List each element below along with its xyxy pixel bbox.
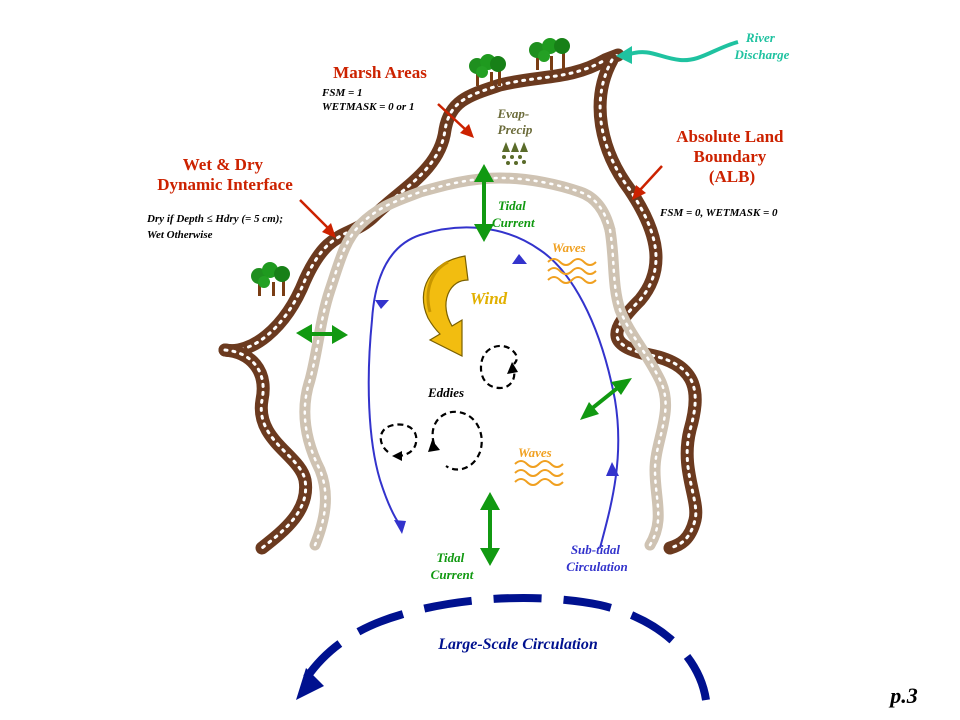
double-arrow-icon (296, 324, 348, 344)
double-arrow-icon (480, 492, 500, 566)
double-arrow-icon (474, 164, 494, 242)
eddies-label: Eddies (427, 385, 464, 400)
eddy-loop (431, 410, 483, 471)
sub-tidal-label: Sub-tidal Circulation (566, 542, 627, 574)
marsh-pointer-arrow (437, 103, 474, 138)
waves-bottom-label: Waves (518, 445, 552, 460)
circulation-arrowhead (606, 462, 619, 476)
evap-precip-label: Evap- Precip (496, 106, 532, 137)
wet-dry-pointer-arrow (299, 199, 336, 238)
marsh-areas-label: Marsh Areas (333, 63, 427, 82)
wave-icon (547, 258, 597, 284)
circulation-arrowhead (375, 300, 389, 309)
tree-cluster-icon (469, 54, 506, 86)
waves-top-label: Waves (552, 240, 586, 255)
river-discharge-arrow (616, 40, 739, 64)
large-scale-label: Large-Scale Circulation (437, 636, 598, 653)
wet-dry-note-1: Dry if Depth ≤ Hdry (= 5 cm); (146, 213, 283, 225)
wet-dry-shoreline (299, 172, 672, 551)
double-arrow-icon (580, 378, 632, 420)
evap-precip-icon (502, 142, 528, 165)
tree-cluster-icon (251, 262, 290, 296)
eddy-loop (379, 423, 418, 458)
wind-arrow-icon (422, 255, 469, 357)
wind-label: Wind (470, 289, 508, 308)
eddy-arrowhead (507, 362, 518, 374)
tidal-current-bottom-label: Tidal Current (431, 550, 474, 582)
large-scale-arrowhead (296, 668, 324, 700)
eddy-loop (479, 344, 518, 390)
eddy-arrowhead (392, 451, 402, 461)
tidal-current-top-label: Tidal Current (492, 198, 535, 230)
circulation-arrowhead (512, 254, 527, 264)
large-scale-circulation-arc (301, 594, 710, 701)
alb-label: Absolute Land Boundary (ALB) (676, 127, 787, 186)
page-number: p.3 (888, 683, 918, 708)
absolute-land-boundary (218, 48, 703, 555)
wave-icon (514, 460, 564, 486)
river-discharge-label: River Discharge (734, 30, 790, 62)
eddy-arrowhead (428, 440, 440, 452)
wet-dry-label: Wet & Dry Dynamic Interface (157, 155, 293, 194)
marsh-wetmask-note: WETMASK = 0 or 1 (322, 101, 414, 113)
alb-pointer-arrow (632, 165, 663, 200)
wet-dry-note-2: Wet Otherwise (147, 229, 213, 241)
marsh-fsm-note: FSM = 1 (321, 87, 363, 99)
alb-note: FSM = 0, WETMASK = 0 (659, 207, 778, 219)
circulation-arrowhead (394, 520, 406, 534)
tree-cluster-icon (529, 38, 570, 70)
sub-tidal-circulation-loop (367, 226, 620, 549)
